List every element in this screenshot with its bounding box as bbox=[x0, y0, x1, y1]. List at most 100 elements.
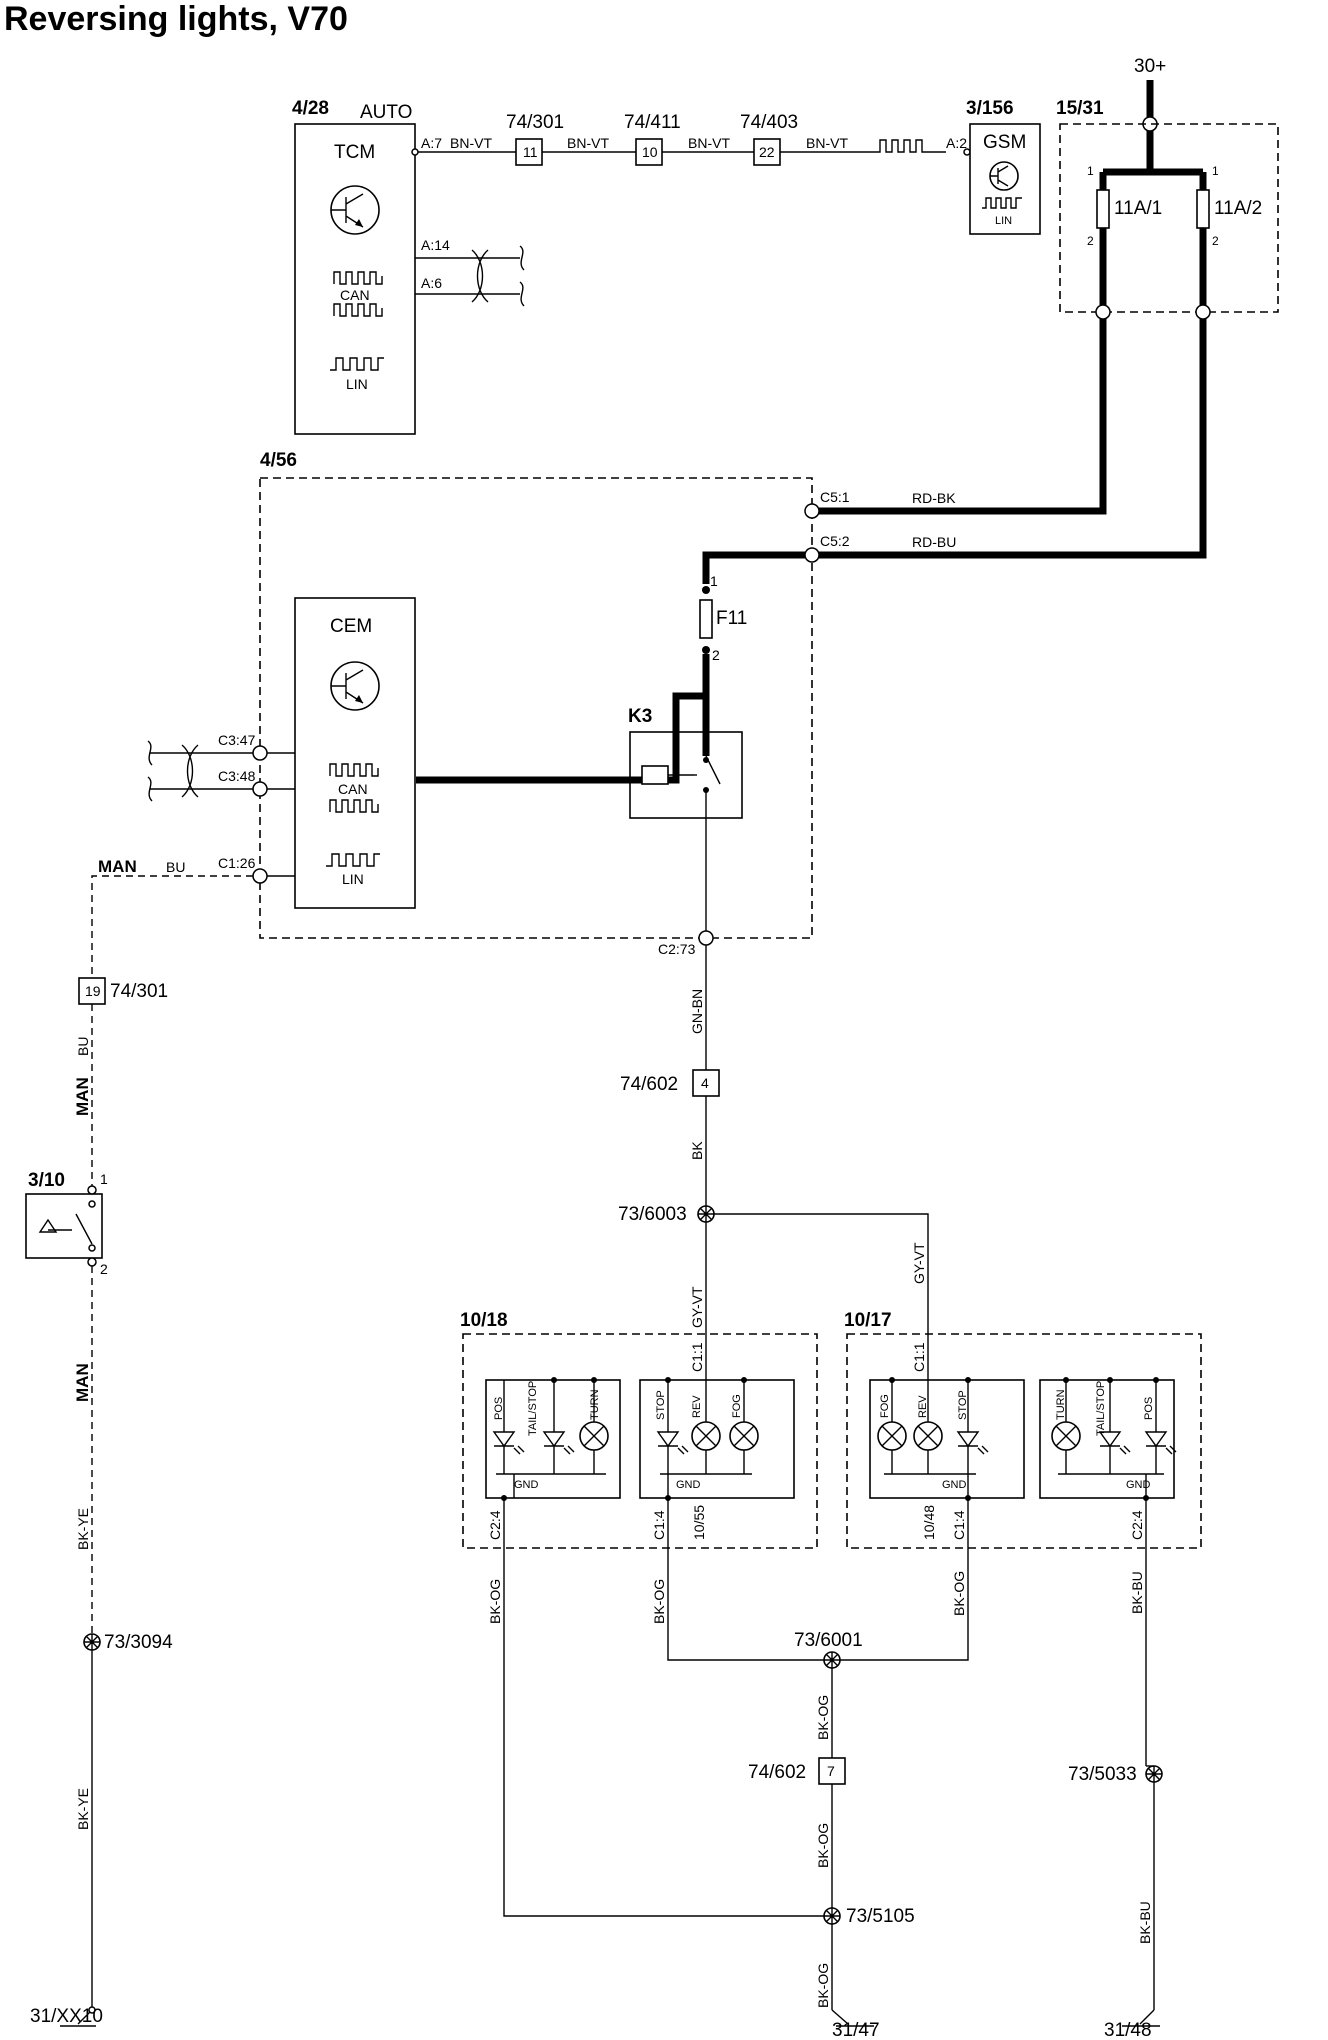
bulb-rev-right-icon bbox=[913, 1421, 943, 1451]
cem-pin-c126-label: C1:26 bbox=[218, 855, 256, 871]
switch-id: 3/10 bbox=[28, 1170, 65, 1191]
splice-5033-icon bbox=[1145, 1765, 1163, 1783]
cem-pin-c51 bbox=[804, 503, 820, 519]
lamp-right-m2-dot-2 bbox=[1107, 1377, 1113, 1383]
lamp-right-m2-dot-3 bbox=[1153, 1377, 1159, 1383]
connector-c1 bbox=[515, 138, 543, 166]
cem-module-id: 4/56 bbox=[260, 450, 297, 471]
fuse-f11-label: F11 bbox=[716, 608, 747, 629]
led-pos-icon bbox=[492, 1431, 525, 1455]
wire-bn-vt-3-label: BN-VT bbox=[688, 135, 730, 151]
wire-rd-bu bbox=[812, 319, 1207, 559]
wire-rd-bk-label: RD-BK bbox=[912, 490, 956, 506]
gsm-lin-label: LIN bbox=[995, 215, 1012, 227]
splice-6003-icon bbox=[697, 1205, 715, 1223]
wire-bu-man-1 bbox=[91, 875, 253, 978]
tcm-lin-icon: LIN bbox=[330, 357, 384, 392]
ground-xx10-label: 31/XX10 bbox=[30, 2006, 103, 2027]
fuse-11a2-pin2: 2 bbox=[1212, 234, 1219, 248]
wire-bk-og-label-2: BK-OG bbox=[651, 1579, 667, 1624]
tcm-id: 4/28 bbox=[292, 98, 329, 119]
cem-pin-c52-label: C5:2 bbox=[820, 533, 850, 549]
cem-twisted-pair-icon bbox=[181, 744, 199, 798]
lamp-right-m2-gnd-label: GND bbox=[1126, 1479, 1151, 1491]
lamp-right-tailstop-label: TAIL/STOP bbox=[1095, 1381, 1107, 1436]
tcm-can-label: CAN bbox=[340, 287, 370, 303]
tcm-can-icon: CAN bbox=[333, 271, 383, 317]
cem-pin-c273-label: C2:73 bbox=[658, 941, 696, 957]
connector-c6-pin: 7 bbox=[827, 1763, 835, 1779]
wire-bu-label-top: BU bbox=[166, 859, 185, 875]
lamp-right-m1-gnd-label: GND bbox=[942, 1479, 967, 1491]
wire-bu-label-mid: BU bbox=[75, 1037, 91, 1056]
ground-47-icon bbox=[831, 2009, 874, 2027]
splice-5033-label: 73/5033 bbox=[1068, 1764, 1137, 1785]
f11-pin2-dot bbox=[702, 646, 710, 654]
lamp-right-m2-dot-1 bbox=[1063, 1377, 1069, 1383]
lamp-left-turn-label: TURN bbox=[589, 1389, 601, 1420]
bulb-turn-right-icon bbox=[1051, 1421, 1081, 1451]
connector-c2-id: 74/411 bbox=[624, 112, 681, 133]
wire-bk-bu-label-2: BK-BU bbox=[1137, 1901, 1153, 1944]
diagram-title: Reversing lights, V70 bbox=[4, 0, 348, 38]
fuse-11a1-icon bbox=[1096, 189, 1110, 229]
connector-c5-pin: 4 bbox=[701, 1075, 709, 1091]
fusebox-outline bbox=[1059, 123, 1279, 313]
ground-47-label: 31/47 bbox=[832, 2020, 880, 2040]
lamp-right-m1-feeds bbox=[891, 1376, 969, 1432]
tcm-pin-a14-label: A:14 bbox=[421, 237, 450, 253]
led-stop-right-icon bbox=[956, 1431, 989, 1455]
connector-c1-id: 74/301 bbox=[506, 112, 564, 133]
connector-c4-pin: 19 bbox=[85, 983, 101, 999]
relay-coil-icon bbox=[641, 765, 669, 785]
cem-internal-feed bbox=[702, 551, 805, 584]
lamp-right-turn-label: TURN bbox=[1055, 1389, 1067, 1420]
fuse-f11-icon bbox=[699, 599, 713, 639]
splice-6001-label: 73/6001 bbox=[794, 1630, 863, 1651]
lamp-left-m2-gnd bbox=[660, 1446, 752, 1498]
connector-c5-id: 74/602 bbox=[620, 1074, 678, 1095]
cem-can-bus-wires bbox=[150, 752, 253, 790]
cem-can-internal bbox=[267, 752, 295, 790]
wire-bk-ye-label-1: BK-YE bbox=[75, 1508, 91, 1550]
fuse-11a1-pin2: 2 bbox=[1087, 234, 1094, 248]
lamp-right-c14-label: C1:4 bbox=[951, 1510, 967, 1540]
lamp-left-1055-label: 10/55 bbox=[691, 1505, 707, 1540]
led-pos-right-icon bbox=[1144, 1431, 1177, 1455]
lamp-left-rev-label: REV bbox=[691, 1395, 703, 1418]
tcm-twisted-pair-icon bbox=[471, 249, 489, 303]
lin-signal-icon bbox=[876, 139, 946, 153]
ground-xx10-dot bbox=[88, 2006, 96, 2014]
lamp-right-pos-label: POS bbox=[1143, 1397, 1155, 1420]
cem-lin-label: LIN bbox=[342, 871, 364, 887]
f11-pin1-label: 1 bbox=[710, 573, 718, 589]
tcm-pin-a6-label: A:6 bbox=[421, 275, 442, 291]
relay-contact-dot bbox=[703, 757, 709, 763]
lamp-right-id: 10/17 bbox=[844, 1310, 892, 1331]
switch-contact-top bbox=[88, 1200, 96, 1208]
gsm-lin-icon bbox=[982, 197, 1022, 209]
cem-name: CEM bbox=[330, 616, 372, 637]
lamp-right-fog-label: FOG bbox=[879, 1394, 891, 1418]
fusebox-id: 15/31 bbox=[1056, 98, 1104, 119]
led-tailstop-icon bbox=[542, 1431, 575, 1455]
lamp-left-fog-label: FOG bbox=[731, 1394, 743, 1418]
lamp-right-m1-dot-2 bbox=[965, 1377, 971, 1383]
cem-pin-c348 bbox=[252, 781, 268, 797]
tcm-pin-a7-label: A:7 bbox=[421, 135, 442, 151]
lamp-right-m2-feeds bbox=[1065, 1380, 1157, 1432]
switch-warning-icon bbox=[38, 1218, 58, 1233]
lamp-left-m1-feeds bbox=[503, 1380, 595, 1432]
switch-lever-icon bbox=[48, 1213, 93, 1245]
connector-c6 bbox=[818, 1757, 846, 1785]
lamp-left-m2-dot-1 bbox=[665, 1377, 671, 1383]
lamp-left-outline bbox=[462, 1333, 818, 1549]
fuse-11a2-icon bbox=[1196, 189, 1210, 229]
bulb-fog-right-icon bbox=[877, 1421, 907, 1451]
cem-transistor-icon bbox=[330, 661, 380, 711]
fuse-11a2-pin1: 1 bbox=[1212, 164, 1219, 178]
gsm-pin bbox=[963, 148, 971, 156]
cem-module-outline bbox=[259, 477, 813, 939]
wire-gy-vt-label-l: GY-VT bbox=[689, 1286, 705, 1328]
cem-lin-icon: LIN bbox=[326, 853, 380, 887]
